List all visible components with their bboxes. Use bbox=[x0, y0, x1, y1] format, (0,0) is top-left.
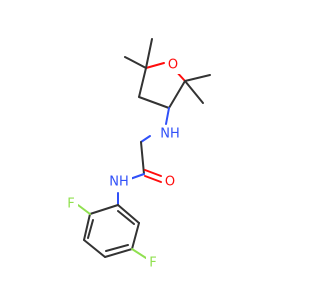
bond-c4-amine bbox=[165, 107, 170, 125]
bond-ring-c4-c5 bbox=[168, 80, 186, 109]
fluorine-bottom-label-bg bbox=[146, 254, 160, 272]
bond-phenyl-inner-3 bbox=[117, 210, 135, 225]
bond-carbonyl-amide-n bbox=[129, 173, 145, 180]
molecule-structure: O NH O NH F F bbox=[64, 38, 211, 272]
ring-oxygen-label: O bbox=[168, 58, 178, 73]
bond-fluorine-top bbox=[77, 204, 91, 215]
bond-methyl-4 bbox=[184, 80, 204, 104]
bond-methyl-2 bbox=[145, 38, 153, 69]
amide-label: NH bbox=[109, 175, 129, 190]
bond-methyl-3 bbox=[184, 74, 211, 82]
bond-phenyl-1 bbox=[89, 204, 119, 215]
bond-phenyl-5 bbox=[131, 222, 140, 250]
bond-phenyl-3 bbox=[83, 239, 106, 258]
fluorine-top-label: F bbox=[67, 197, 74, 212]
bond-fluorine-bottom bbox=[131, 248, 147, 259]
fluorine-bottom-label: F bbox=[149, 256, 156, 271]
bond-phenyl-inner-1 bbox=[87, 219, 94, 239]
amide-label-bg bbox=[106, 173, 132, 191]
fluorine-top-label-bg bbox=[64, 195, 78, 213]
bond-phenyl-4 bbox=[104, 248, 133, 258]
bond-phenyl-2 bbox=[83, 213, 91, 241]
bond-ring-c2-c3 bbox=[138, 67, 147, 98]
amine-label: NH bbox=[160, 127, 180, 142]
bond-ring-o-c2 bbox=[145, 62, 165, 69]
bond-ring-c3-c4 bbox=[138, 96, 170, 109]
bond-amine-ch2 bbox=[140, 135, 151, 143]
bond-ch2-carbonyl bbox=[140, 141, 145, 175]
bond-carbonyl-2 bbox=[144, 169, 162, 177]
amine-label-bg bbox=[157, 125, 183, 143]
carbonyl-oxygen-label-bg bbox=[162, 173, 178, 191]
bond-carbonyl-1 bbox=[144, 175, 162, 183]
bond-phenyl-inner-2 bbox=[105, 244, 129, 252]
bond-methyl-1 bbox=[124, 56, 147, 69]
carbonyl-oxygen-label: O bbox=[165, 175, 175, 190]
ring-oxygen-label-bg bbox=[165, 56, 181, 74]
bond-phenyl-6 bbox=[117, 204, 140, 224]
